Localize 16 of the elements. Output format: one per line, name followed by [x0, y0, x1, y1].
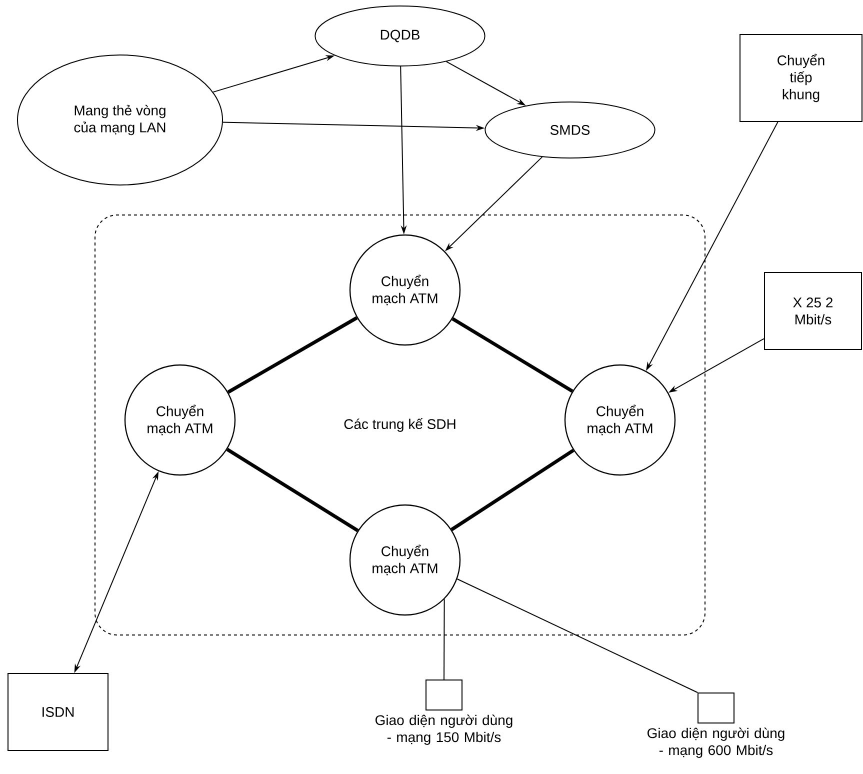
label-box: X 25 2 Mbit/s — [764, 272, 862, 350]
label-box: Chuyển tiếp khung — [740, 34, 862, 122]
ellipse-node: SMDS — [484, 102, 656, 158]
node-label: Giao diện người dùng - mạng 150 Mbit/s — [376, 714, 512, 745]
connector — [227, 316, 358, 394]
label-box: ISDN — [8, 672, 108, 751]
connector — [450, 448, 574, 532]
ellipse-node: Mang thẻ vòng của mạng LAN — [17, 54, 223, 186]
user-interface-box — [698, 692, 734, 724]
node-label: Giao diện người dùng - mạng 600 Mbit/s — [648, 728, 784, 758]
user-interface-box — [426, 679, 462, 710]
connector — [226, 448, 359, 532]
connector — [452, 317, 574, 393]
ellipse-node: DQDB — [314, 6, 486, 66]
connector — [444, 598, 445, 680]
connector — [456, 578, 698, 693]
